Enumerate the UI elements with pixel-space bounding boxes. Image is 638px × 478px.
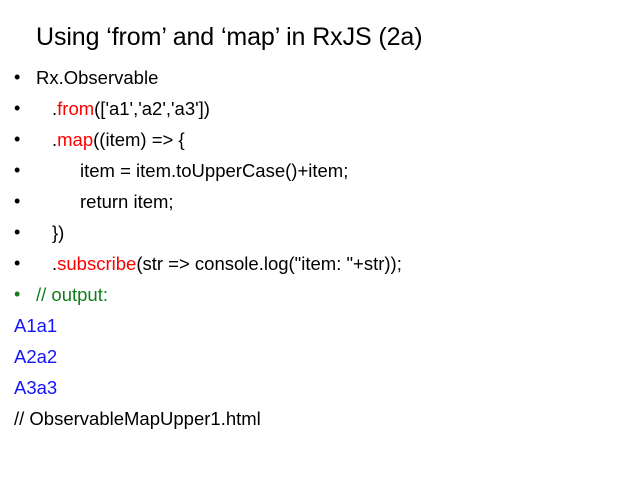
bullet-icon: •	[14, 98, 21, 118]
page-title: Using ‘from’ and ‘map’ in RxJS (2a)	[36, 23, 423, 51]
code-text-segment: })	[52, 222, 65, 243]
code-line: •.subscribe(str => console.log("item: "+…	[0, 248, 638, 279]
code-text-segment: // output:	[36, 284, 108, 305]
code-line: • Rx.Observable	[0, 62, 638, 93]
code-text-segment: subscribe	[57, 253, 137, 274]
bullet-icon: •	[14, 253, 21, 273]
code-line: • // output:	[0, 279, 638, 310]
code-text-segment: A1a1	[14, 315, 58, 336]
bullet-icon: •	[14, 67, 21, 87]
bullet-icon: •	[14, 129, 21, 149]
code-line: •A3a3	[0, 372, 638, 403]
code-text-segment: .	[52, 253, 58, 274]
code-text-segment: A2a2	[14, 346, 58, 367]
code-text-segment: A3a3	[14, 377, 58, 398]
code-line: • return item;	[0, 186, 638, 217]
code-text-segment: (['a1','a2','a3'])	[94, 98, 210, 119]
code-text-segment: return item;	[80, 191, 174, 212]
code-text-segment: from	[57, 98, 95, 119]
code-line: •.map((item) => {	[0, 124, 638, 155]
code-line: •})	[0, 217, 638, 248]
code-line: •.from(['a1','a2','a3'])	[0, 93, 638, 124]
bullet-icon: •	[14, 222, 21, 242]
code-text-segment: ((item) => {	[93, 129, 185, 150]
code-line: •A2a2	[0, 341, 638, 372]
code-line: • item = item.toUpperCase()+item;	[0, 155, 638, 186]
code-text-segment: map	[57, 129, 94, 150]
code-text-segment: Rx.Observable	[36, 67, 159, 88]
code-text-segment: .	[52, 129, 58, 150]
bullet-icon: •	[14, 160, 21, 180]
bullet-icon: •	[14, 284, 21, 304]
bullet-icon: •	[14, 191, 21, 211]
code-text-segment: // ObservableMapUpper1.html	[14, 408, 261, 429]
code-line: •// ObservableMapUpper1.html	[0, 403, 638, 434]
code-text-segment: item = item.toUpperCase()+item;	[80, 160, 349, 181]
code-bullet-list: •Rx.Observable•.from(['a1','a2','a3'])•.…	[0, 62, 638, 434]
code-line: •A1a1	[0, 310, 638, 341]
code-text-segment: .	[52, 98, 58, 119]
code-text-segment: (str => console.log("item: "+str));	[136, 253, 402, 274]
